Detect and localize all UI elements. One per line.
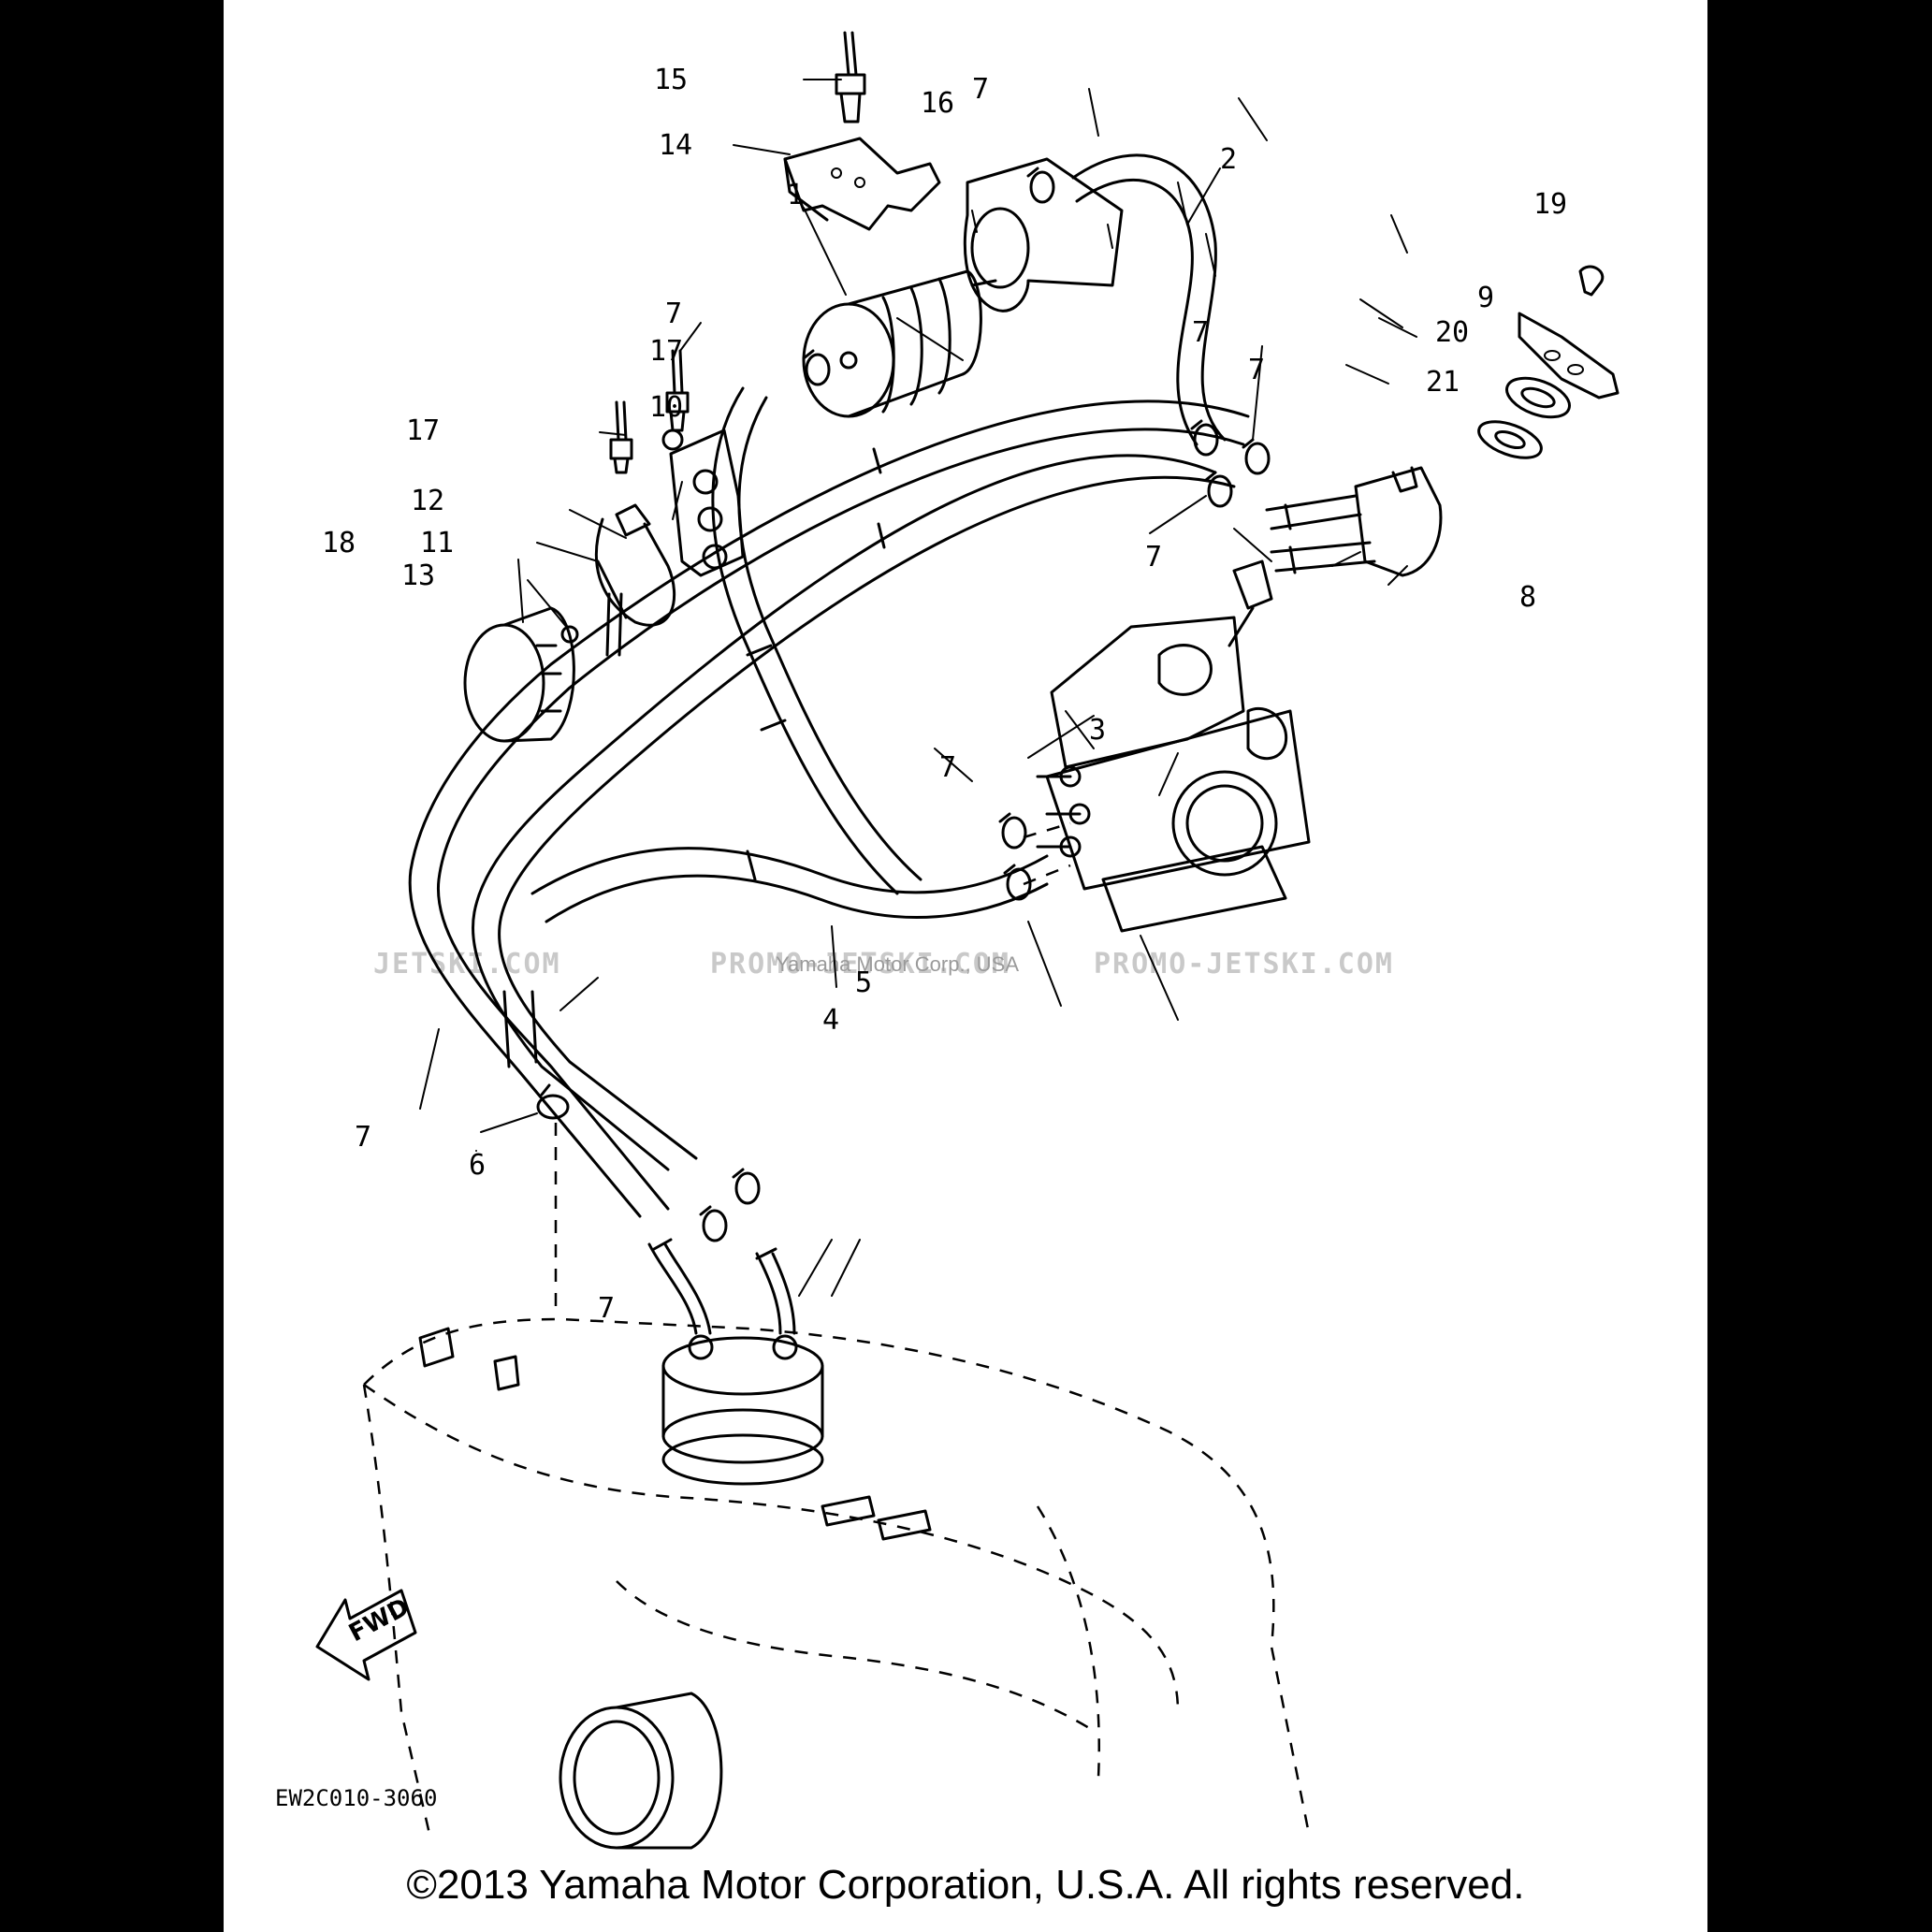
callout-18: 18 <box>322 527 356 559</box>
hose-clip <box>1026 167 1055 204</box>
hose-4 <box>530 847 1049 923</box>
hose-clip <box>1242 438 1271 475</box>
lever-plate-9 <box>1518 312 1620 399</box>
hose-clip <box>998 812 1027 850</box>
fuel-filter <box>802 269 997 418</box>
callout-1: 1 <box>787 179 804 211</box>
hose-clip <box>1003 864 1032 901</box>
callout-4: 4 <box>822 1004 839 1037</box>
callout-3: 3 <box>1089 714 1106 747</box>
callout-19: 19 <box>1533 188 1567 221</box>
callout-10: 10 <box>649 391 683 424</box>
carburetor-assembly <box>1023 559 1311 933</box>
hose-clip <box>1190 419 1219 457</box>
fuel-system-exploded-diagram: JETSKI.COM PROMO-JETSKI.COM PROMO-JETSKI… <box>275 31 1620 1850</box>
hose-clips-7 <box>536 167 1271 1242</box>
copyright-notice: ©2013 Yamaha Motor Corporation, U.S.A. A… <box>406 1862 1525 1908</box>
callout-7-right-a: 7 <box>1192 316 1209 349</box>
callout-7-bottom: 7 <box>598 1292 615 1325</box>
watermark-left: JETSKI.COM <box>373 948 561 981</box>
callout-11: 11 <box>420 527 454 559</box>
callout-20: 20 <box>1435 316 1469 349</box>
callout-labels: 1 2 3 4 5 6 7 7 7 7 7 7 7 7 8 9 10 11 12… <box>322 64 1567 1325</box>
hose-clip <box>536 1083 570 1120</box>
diagram-sheet: JETSKI.COM PROMO-JETSKI.COM PROMO-JETSKI… <box>224 0 1707 1932</box>
hose-clip <box>802 349 831 386</box>
hose-clip <box>732 1168 761 1205</box>
fuel-cock-8 <box>1265 466 1443 577</box>
ring-clamp-18 <box>463 606 575 743</box>
screw-19 <box>1578 265 1605 297</box>
hose-clip <box>699 1205 728 1242</box>
bracket-14 <box>783 137 941 231</box>
callout-7-top: 7 <box>972 73 989 106</box>
callout-13: 13 <box>401 559 435 592</box>
hose-2 <box>1071 153 1227 446</box>
washer-20 <box>1505 376 1571 419</box>
hose-clamp-11-12 <box>560 503 675 657</box>
watermark-right: PROMO-JETSKI.COM <box>1094 948 1394 981</box>
bolt-15 <box>835 31 866 123</box>
watermark: JETSKI.COM PROMO-JETSKI.COM PROMO-JETSKI… <box>373 948 1394 981</box>
filter-bracket <box>963 157 1124 312</box>
washer-21 <box>1477 420 1543 459</box>
watermark-overlay: Yamaha Motor Corp., USA <box>776 952 1019 976</box>
hose-clip <box>1204 471 1233 508</box>
callout-7-carb: 7 <box>939 751 956 784</box>
hose-3 <box>711 386 922 895</box>
callout-6: 6 <box>469 1149 486 1182</box>
forward-direction-arrow: FWD <box>315 1589 417 1681</box>
callout-5: 5 <box>855 966 872 999</box>
callout-2: 2 <box>1220 143 1237 176</box>
clamp-block-10 <box>661 429 745 577</box>
callout-21: 21 <box>1426 366 1460 399</box>
callout-9: 9 <box>1477 282 1494 314</box>
callout-7-left: 7 <box>355 1121 371 1154</box>
callout-17-upper: 17 <box>649 335 683 368</box>
fuel-tank <box>362 1238 1311 1850</box>
watermark-middle: PROMO-JETSKI.COM <box>710 948 1010 981</box>
callout-8: 8 <box>1519 581 1536 614</box>
callout-14: 14 <box>659 129 692 162</box>
callout-7-right-c: 7 <box>1145 541 1162 574</box>
callout-16: 16 <box>921 87 954 120</box>
callout-7-filter: 7 <box>665 298 682 330</box>
bolt-17-lower <box>609 400 633 474</box>
callout-15: 15 <box>654 64 688 96</box>
callout-17-lower: 17 <box>406 414 440 447</box>
bolt-17-upper <box>665 349 690 432</box>
leader-lines <box>419 79 1417 1297</box>
drawing-code: EW2C010-3060 <box>275 1785 437 1811</box>
callout-12: 12 <box>411 485 444 517</box>
callout-7-right-b: 7 <box>1248 354 1265 386</box>
